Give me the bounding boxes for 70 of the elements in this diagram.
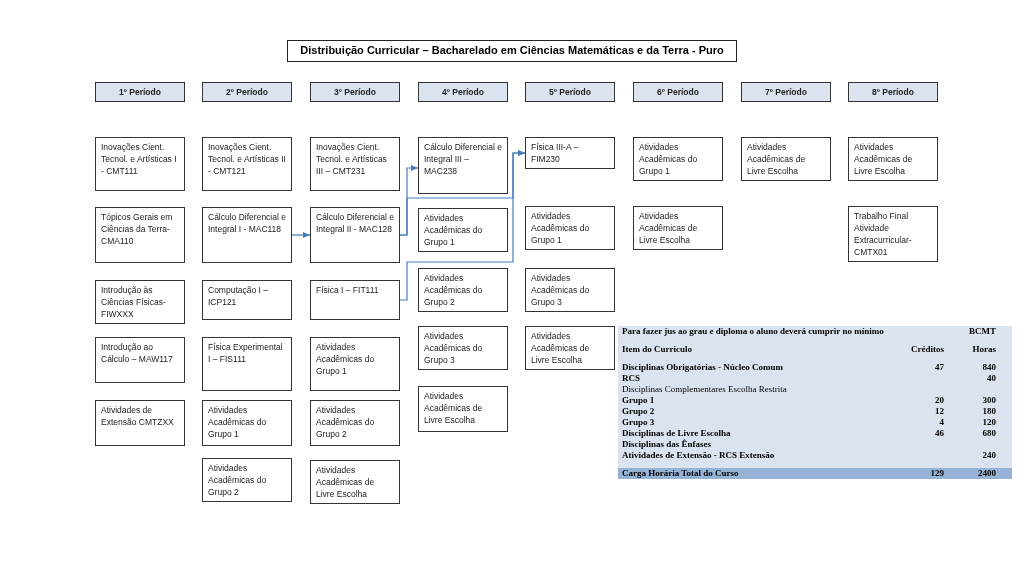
hours-value: 40 [987, 373, 996, 383]
diagram-title: Distribuição Curricular – Bacharelado em Ciências Matemáticas e da Terra - Puro [287, 40, 737, 62]
connector-arrow [291, 232, 311, 238]
course-box: Atividades Acadêmicas do Grupo 2 [310, 400, 400, 446]
course-box: Atividades Acadêmicas do Grupo 1 [633, 137, 723, 181]
course-box: Atividades de Extensão CMTZXX [95, 400, 185, 446]
credits-value: 20 [935, 395, 944, 405]
period-header: 5º Período [525, 82, 615, 102]
credits-value: 4 [939, 417, 944, 427]
period-header: 3º Período [310, 82, 400, 102]
course-box: Inovações Cient. Tecnol. e Artísticas II - CMT121 [202, 137, 292, 191]
course-box: Computação I – ICP121 [202, 280, 292, 320]
course-box: Física I – FIT111 [310, 280, 400, 320]
course-box: Atividades Acadêmicas de Livre Escolha [310, 460, 400, 504]
table-caption: Para fazer jus ao grau e diploma o aluno deverá cumprir no mínimo [622, 326, 884, 336]
period-header: 2º Período [202, 82, 292, 102]
course-box: Cálculo Diferencial e Integral III – MAC238 [418, 137, 508, 194]
column-header: Horas [972, 344, 996, 354]
course-box: Atividades Acadêmicas do Grupo 1 [418, 208, 508, 252]
course-box: Atividades Acadêmicas de Livre Escolha [633, 206, 723, 250]
period-header: 1º Período [95, 82, 185, 102]
credits-value: 46 [935, 428, 944, 438]
row-label: Grupo 1 [622, 395, 655, 405]
row-label: Carga Horária Total do Curso [622, 468, 739, 478]
hours-value: 300 [982, 395, 996, 405]
course-box: Introdução às Ciências Físicas- FIWXXX [95, 280, 185, 324]
course-box: Atividades Acadêmicas de Livre Escolha [848, 137, 938, 181]
credits-value: 47 [935, 362, 944, 372]
course-box: Inovações Cient. Tecnol. e Artísticas III – CMT231 [310, 137, 400, 191]
period-header: 4º Período [418, 82, 508, 102]
course-box: Tópicos Gerais em Ciências da Terra- CMA110 [95, 207, 185, 263]
course-box: Atividades Acadêmicas do Grupo 1 [202, 400, 292, 446]
course-box: Atividades Acadêmicas do Grupo 3 [418, 326, 508, 370]
course-box: Introdução ao Cálculo – MAW117 [95, 337, 185, 383]
course-box: Física Experimental I – FIS111 [202, 337, 292, 391]
row-label: Grupo 2 [622, 406, 655, 416]
row-label: Disciplinas das Ênfases [622, 439, 712, 449]
course-box: Atividades Acadêmicas do Grupo 1 [525, 206, 615, 250]
column-header: Créditos [911, 344, 944, 354]
hours-value: 2400 [978, 468, 996, 478]
period-header: 6º Período [633, 82, 723, 102]
row-label: Atividades de Extensão - RCS Extensão [622, 450, 775, 460]
hours-value: 240 [982, 450, 996, 460]
course-box: Atividades Acadêmicas do Grupo 2 [418, 268, 508, 312]
course-box: Inovações Cient. Tecnol. e Artísticas I - CMT111 [95, 137, 185, 191]
course-box: Atividades Acadêmicas de Livre Escolha [741, 137, 831, 181]
period-header: 7º Período [741, 82, 831, 102]
column-header: BCMT [969, 326, 996, 336]
course-box: Cálculo Diferencial e Integral II - MAC128 [310, 207, 400, 263]
row-label: Grupo 3 [622, 417, 655, 427]
connector-arrow [399, 150, 526, 301]
course-box: Atividades Acadêmicas de Livre Escolha [525, 326, 615, 370]
course-box: Cálculo Diferencial e Integral I - MAC118 [202, 207, 292, 263]
row-label: Disciplinas de Livre Escolha [622, 428, 731, 438]
row-label: RCS [622, 373, 640, 383]
course-box: Física III-A – FIM230 [525, 137, 615, 169]
credits-value: 129 [930, 468, 944, 478]
period-header: 8º Período [848, 82, 938, 102]
hours-value: 120 [982, 417, 996, 427]
course-box: Atividades Acadêmicas do Grupo 3 [525, 268, 615, 312]
hours-value: 840 [982, 362, 996, 372]
row-label: Disciplinas Obrigatórias - Núcleo Comum [622, 362, 783, 372]
course-box: Atividades Acadêmicas de Livre Escolha [418, 386, 508, 432]
row-label: Disciplinas Complementares Escolha Restrita [622, 384, 787, 394]
course-box: Atividades Acadêmicas do Grupo 1 [310, 337, 400, 391]
hours-value: 680 [982, 428, 996, 438]
course-box: Atividades Acadêmicas do Grupo 2 [202, 458, 292, 502]
hours-value: 180 [982, 406, 996, 416]
course-box: Trabalho Final Atividade Extracurricular- CMTX01 [848, 206, 938, 262]
credits-value: 12 [935, 406, 944, 416]
